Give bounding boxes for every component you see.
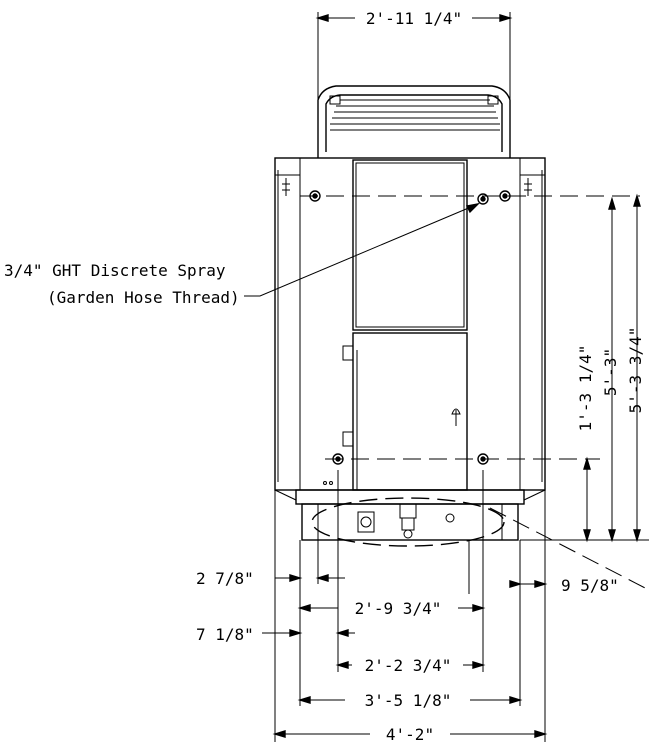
dim-overall-width: [272, 730, 548, 738]
dim-height-lower-label: 1'-3 1/4": [576, 345, 595, 432]
dim-left-offset-1-label: 2 7/8": [196, 569, 254, 588]
center-lines: [300, 195, 649, 591]
dim-top-width: [315, 12, 513, 158]
dim-left-offset-2-label: 7 1/8": [196, 625, 254, 644]
dim-overall-width-label: 4'-2": [386, 725, 434, 744]
dim-height-overall-label: 5'-3 3/4": [626, 327, 645, 414]
dim-span-3: [297, 696, 523, 704]
dim-span-2-label: 2'-2 3/4": [365, 656, 452, 675]
dim-span-2: [335, 661, 486, 669]
dim-top-width-label: 2'-11 1/4": [366, 9, 462, 28]
dim-span-1: [297, 604, 486, 612]
dim-right-offset: [509, 580, 548, 588]
dim-right-offset-label: 9 5/8": [561, 576, 619, 595]
dim-left-offset-1: [275, 574, 345, 582]
cabinet-base: [274, 489, 546, 547]
callout-line-1: 3/4" GHT Discrete Spray: [4, 261, 226, 280]
top-lid: [317, 85, 511, 158]
callout-leader: [244, 203, 479, 297]
dim-height-upper-label: 5'-3": [601, 348, 620, 396]
dim-span-3-label: 3'-5 1/8": [365, 691, 452, 710]
dim-span-1-label: 2'-9 3/4": [355, 599, 442, 618]
dim-left-offset-2: [262, 629, 355, 637]
cabinet-body: [274, 157, 546, 491]
dim-right-vertical: [520, 193, 649, 543]
callout-line-2: (Garden Hose Thread): [47, 288, 240, 307]
dim-bottom-extensions: [274, 470, 546, 742]
